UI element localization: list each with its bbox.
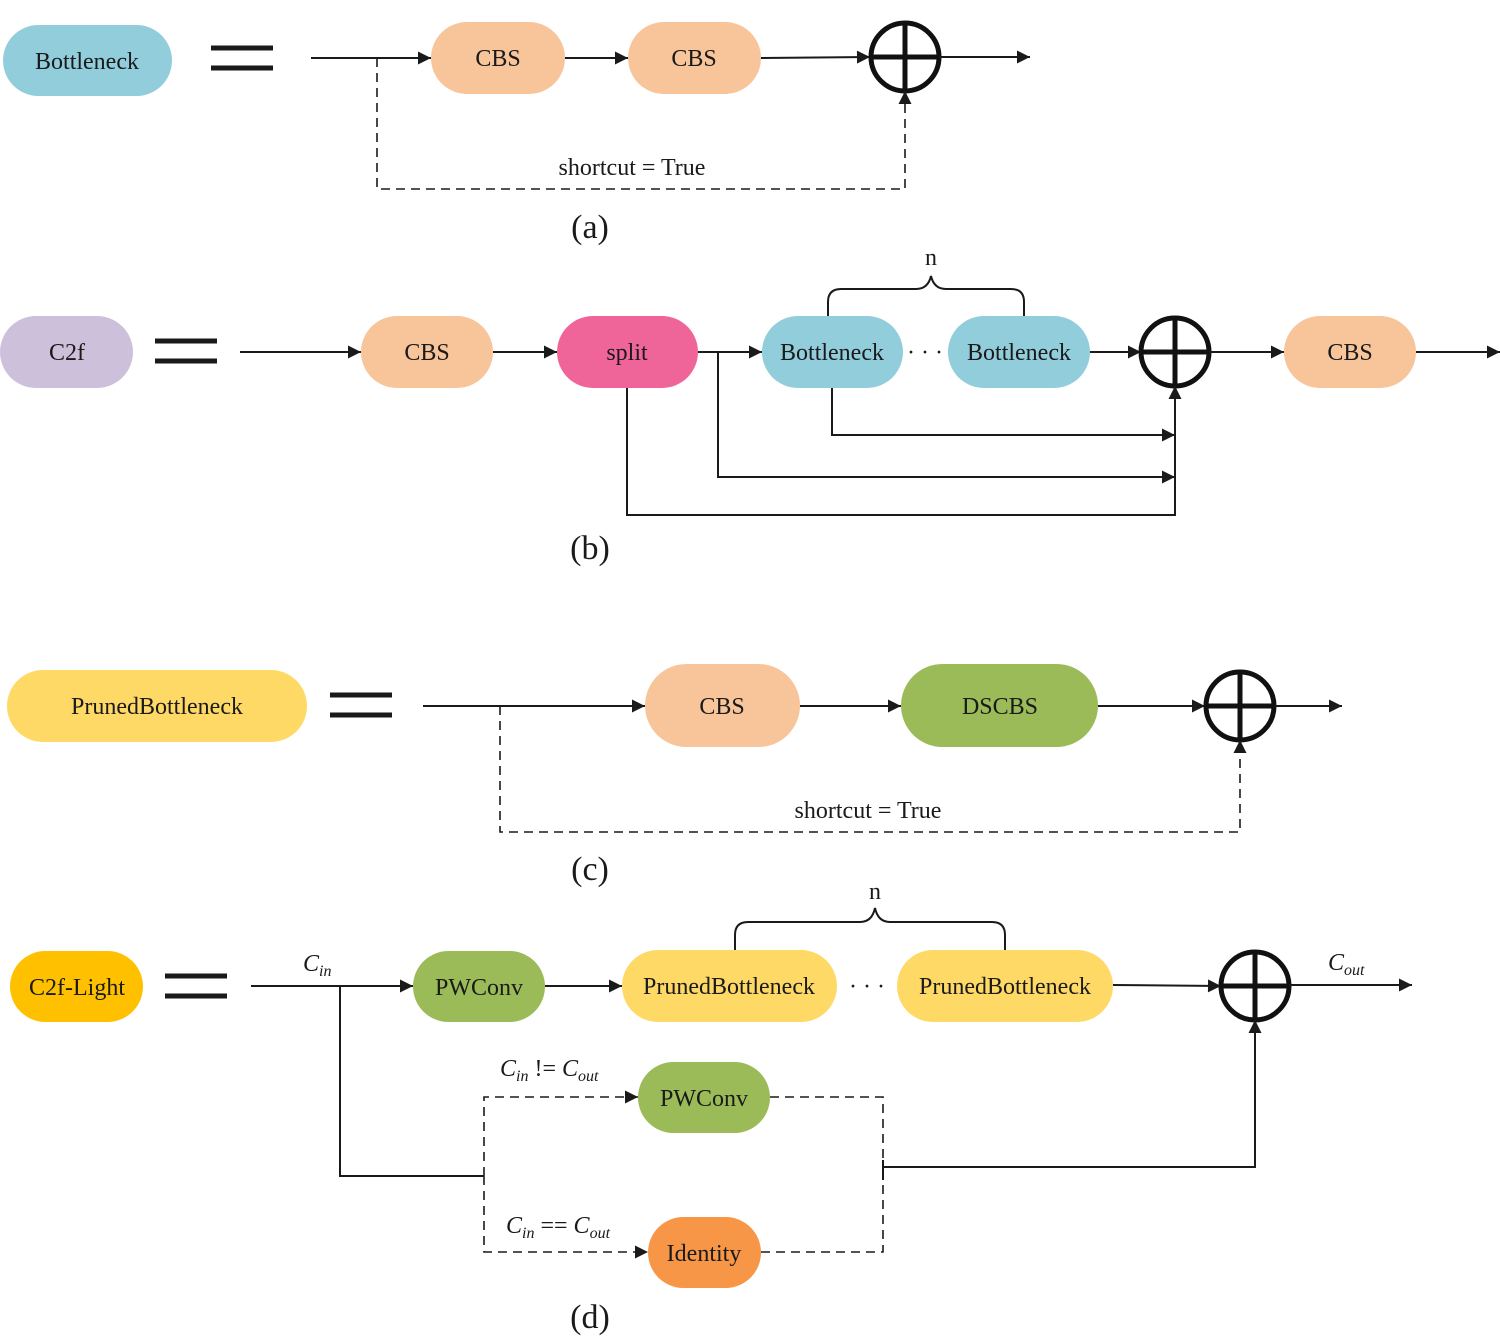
cbs-label-1: CBS (475, 46, 520, 72)
pwconv-block-2 (638, 1062, 770, 1133)
equals-sign (155, 338, 217, 364)
concat-path-bottleneck (831, 388, 1175, 442)
module-pruned-bottleneck-label: PrunedBottleneck (71, 694, 243, 720)
equals-sign (330, 692, 392, 718)
repeat-count-n: n (925, 245, 937, 271)
sum-node (868, 20, 942, 94)
branch-neq-out-path (770, 1096, 884, 1160)
merge-to-sum-path (883, 1020, 1262, 1168)
cbs-label: CBS (699, 694, 744, 720)
arrow-pruned-sum (1112, 979, 1222, 993)
pwconv-label-1: PWConv (435, 975, 523, 1001)
module-c2f-label: C2f (49, 340, 85, 366)
panel-c: PrunedBottleneck CBS DSCBS shortcut = Tr… (7, 664, 1342, 888)
bottleneck-label-1: Bottleneck (780, 340, 884, 366)
c-out-label: Cout (1328, 950, 1365, 979)
pruned-bottleneck-block-1 (622, 950, 837, 1022)
arrow-cbs2-sum (760, 50, 871, 64)
split-block (557, 316, 698, 388)
cond-eq-label: Cin == Cout (506, 1213, 611, 1242)
panel-d: C2f-Light Cin PWConv PrunedBottleneck · … (10, 879, 1412, 1336)
shortcut-label: shortcut = True (559, 155, 706, 181)
repeat-brace (734, 907, 1006, 950)
shortcut-label: shortcut = True (795, 798, 942, 824)
module-c2f-light-label: C2f-Light (29, 975, 125, 1001)
sum-node (1138, 315, 1212, 389)
branch-path (339, 986, 484, 1177)
caption-d: (d) (570, 1299, 610, 1336)
equals-sign (211, 45, 273, 71)
concat-path-split-1 (717, 352, 1175, 484)
pruned-bottleneck-block-2 (897, 950, 1113, 1022)
identity-block (648, 1217, 761, 1288)
repeat-brace (827, 275, 1025, 316)
concat-path-split-2 (626, 386, 1182, 516)
branch-eq-path (483, 1176, 648, 1259)
branch-eq-out-path (761, 1180, 884, 1253)
bottleneck-block-2 (948, 316, 1090, 388)
cbs-label-2: CBS (671, 46, 716, 72)
module-bottleneck-block (3, 25, 172, 96)
bottleneck-label-2: Bottleneck (967, 340, 1071, 366)
branch-neq-path (483, 1090, 638, 1176)
pwconv-block-1 (413, 951, 545, 1022)
pruned-bottleneck-label-2: PrunedBottleneck (919, 974, 1091, 1000)
pwconv-label-2: PWConv (660, 1086, 748, 1112)
c-in-label: Cin (303, 951, 331, 980)
module-c2f-block (0, 316, 133, 388)
panel-a: Bottleneck CBS CBS shortcut = True (a) (3, 20, 1030, 246)
cond-neq-label: Cin != Cout (500, 1056, 599, 1085)
repeat-dots: · · · (849, 974, 885, 1000)
dscbs-label: DSCBS (962, 694, 1038, 720)
caption-a: (a) (571, 209, 609, 246)
module-c2f-light-block (10, 951, 143, 1022)
cbs-in-block (361, 316, 493, 388)
shortcut-path (499, 706, 1247, 833)
repeat-dots: · · · (907, 340, 943, 366)
sum-node (1203, 669, 1277, 743)
module-pruned-bottleneck-block (7, 670, 307, 742)
cbs-out-label: CBS (1327, 340, 1372, 366)
panel-b: C2f CBS split Bottleneck · · · Bottlenec… (0, 245, 1500, 567)
cbs-in-label: CBS (404, 340, 449, 366)
caption-c: (c) (571, 851, 609, 888)
cbs-block-1 (431, 22, 565, 94)
module-bottleneck-label: Bottleneck (35, 49, 139, 75)
identity-label: Identity (667, 1241, 742, 1267)
pruned-bottleneck-label-1: PrunedBottleneck (643, 974, 815, 1000)
shortcut-path (376, 58, 912, 190)
cbs-block (645, 664, 800, 747)
split-label: split (606, 340, 648, 366)
caption-b: (b) (570, 530, 610, 567)
dscbs-block (901, 664, 1098, 747)
equals-sign (165, 973, 227, 999)
sum-node (1218, 949, 1292, 1023)
cbs-out-block (1284, 316, 1416, 388)
cbs-block-2 (628, 22, 761, 94)
repeat-count-n: n (869, 879, 881, 905)
bottleneck-block-1 (762, 316, 903, 388)
